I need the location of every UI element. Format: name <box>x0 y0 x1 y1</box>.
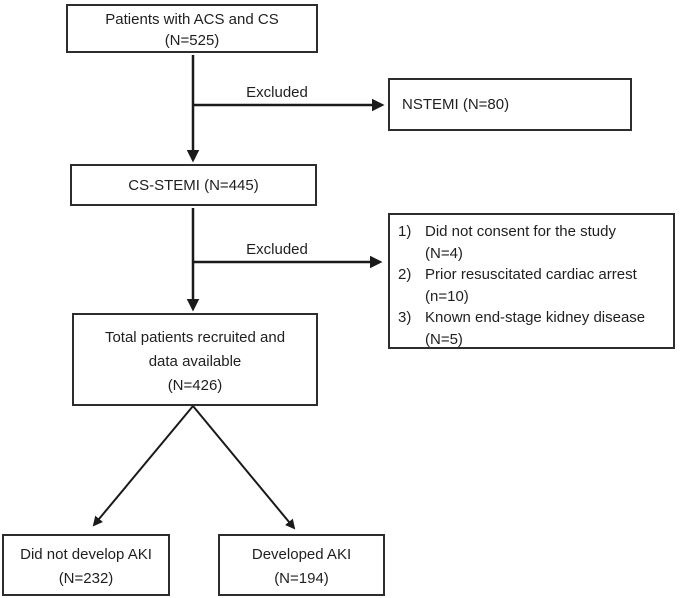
exclusion-item: 3) Known end-stage kidney disease (N=5) <box>398 307 671 350</box>
exclusion-item-text: Did not consent for the study <box>425 223 616 240</box>
exclusion-item-number: 3) <box>398 309 412 326</box>
exclusion-item: 2) Prior resuscitated cardiac arrest (n=… <box>398 264 671 307</box>
box-text-line: Patients with ACS and CS <box>105 11 279 28</box>
exclusion-item-number: 2) <box>398 266 412 283</box>
box-total-recruited: Total patients recruited and data availa… <box>72 313 318 406</box>
box-text-line: CS-STEMI (N=445) <box>128 176 259 194</box>
box-text-line: data available <box>148 353 242 370</box>
box-count: (N=232) <box>58 570 114 587</box>
box-developed-aki: Developed AKI (N=194) <box>218 534 385 596</box>
exclusion-item-count: (N=4) <box>425 244 463 262</box>
box-count: (N=525) <box>164 32 220 49</box>
box-patients-acs-cs: Patients with ACS and CS (N=525) <box>66 4 318 53</box>
box-text-line: Total patients recruited and <box>104 329 286 346</box>
exclusion-item-text: Prior resuscitated cardiac arrest <box>425 266 637 283</box>
exclusion-item-count: (N=5) <box>425 330 463 348</box>
box-text-line: Did not develop AKI <box>20 546 152 563</box>
exclusion-item-body: Known end-stage kidney disease (N=5) <box>425 307 671 350</box>
exclusion-item-body: Did not consent for the study (N=4) <box>425 221 671 264</box>
excluded-label-1: Excluded <box>237 84 317 101</box>
box-text-line: NSTEMI (N=80) <box>402 96 510 113</box>
excluded-label-2: Excluded <box>237 241 317 258</box>
box-nstemi: NSTEMI (N=80) <box>388 78 632 131</box>
arrow-total-to-no-aki <box>92 405 194 527</box>
box-exclusion-reasons: 1) Did not consent for the study (N=4) 2… <box>388 213 675 349</box>
box-text-line: Developed AKI <box>251 546 352 563</box>
exclusion-item: 1) Did not consent for the study (N=4) <box>398 221 671 264</box>
exclusion-item-body: Prior resuscitated cardiac arrest (n=10) <box>425 264 671 307</box>
box-cs-stemi: CS-STEMI (N=445) <box>70 164 317 206</box>
box-count: (N=194) <box>274 570 329 587</box>
exclusion-item-text: Known end-stage kidney disease <box>425 309 646 326</box>
box-no-aki: Did not develop AKI (N=232) <box>2 534 170 596</box>
arrow-total-to-aki <box>192 405 296 530</box>
box-count: (N=426) <box>167 377 223 394</box>
exclusion-item-count: (n=10) <box>425 287 469 305</box>
exclusion-item-number: 1) <box>398 223 412 240</box>
